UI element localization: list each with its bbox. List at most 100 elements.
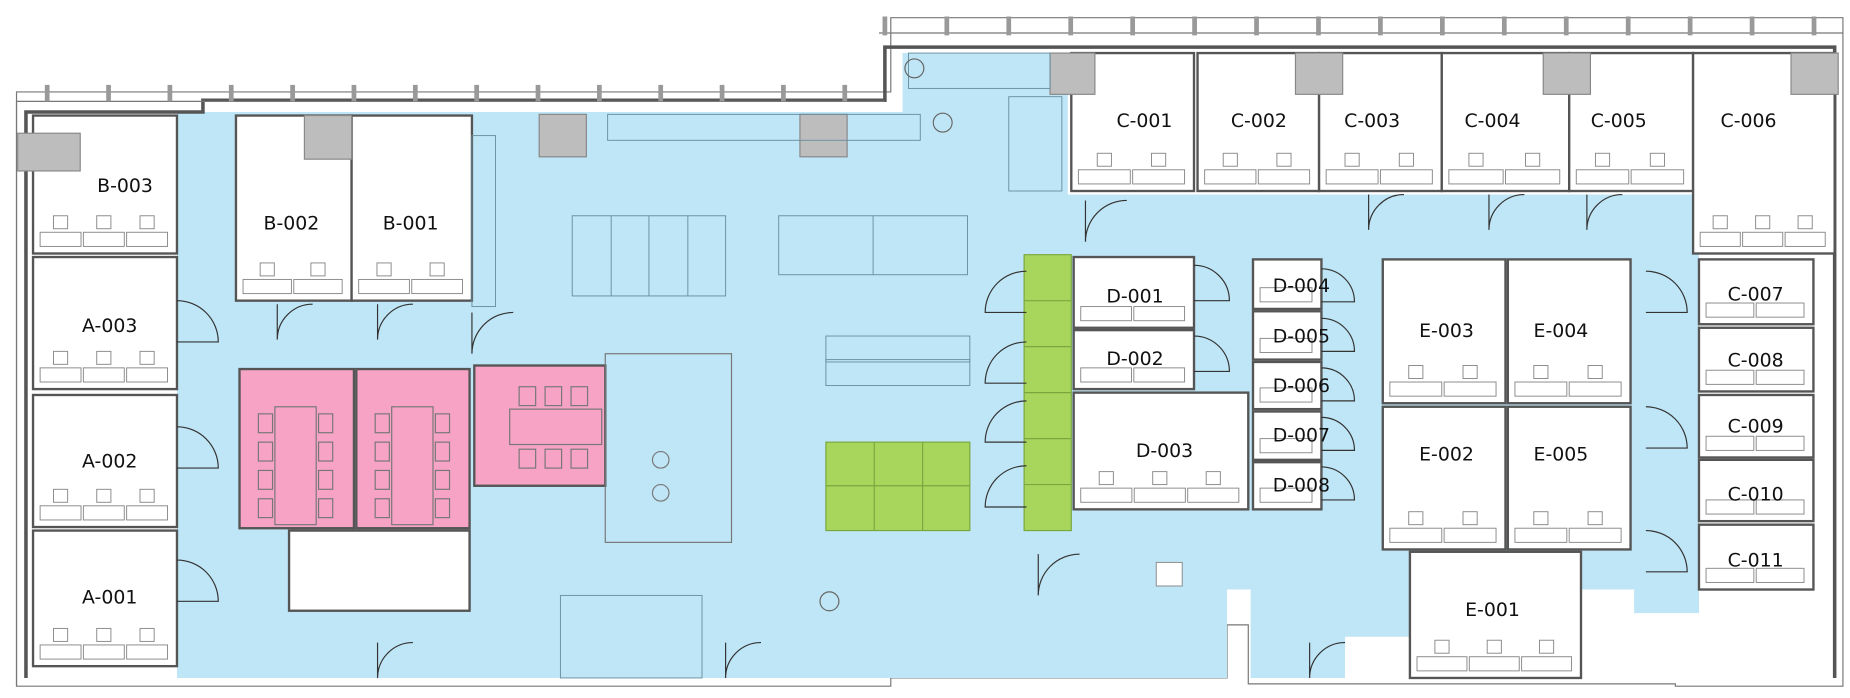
room-label: E-004 (1534, 320, 1589, 342)
door-swing (984, 465, 1027, 508)
mullion (597, 84, 602, 102)
meeting-room-2[interactable] (355, 367, 471, 530)
door-swing (276, 303, 313, 340)
chair (139, 488, 155, 503)
chair (139, 627, 155, 642)
chair (96, 627, 112, 642)
desk (1742, 231, 1784, 247)
chair (570, 448, 589, 469)
chair (1533, 511, 1549, 526)
room-label: C-006 (1721, 110, 1777, 132)
chair (96, 350, 112, 365)
desk (126, 231, 169, 247)
desk (1325, 169, 1379, 185)
room-label: E-005 (1534, 444, 1589, 466)
storage-room (287, 529, 471, 612)
mullion (1501, 16, 1507, 36)
room-a-002[interactable] (31, 393, 179, 529)
desk (1784, 231, 1826, 247)
room-a-001[interactable] (31, 529, 179, 668)
room-b-001[interactable] (350, 114, 474, 302)
door-swing (1645, 529, 1688, 573)
room-b-003[interactable] (31, 114, 179, 255)
room-a-003[interactable] (31, 255, 179, 391)
door-swing (1321, 367, 1356, 402)
chair (1205, 471, 1221, 486)
desk (82, 505, 125, 521)
desk (1259, 487, 1313, 503)
desk (1521, 656, 1573, 672)
mullion (781, 84, 786, 102)
mullion (1006, 16, 1012, 36)
chair (1587, 511, 1603, 526)
chair (1222, 152, 1238, 167)
plant-icon (904, 58, 925, 79)
chair (257, 441, 274, 462)
door-swing (376, 303, 413, 340)
mullion (658, 84, 664, 102)
desk (242, 278, 292, 295)
booth-dividers (825, 300, 1072, 531)
chair (53, 350, 69, 365)
room-label: A-003 (82, 315, 137, 337)
chair (376, 262, 392, 277)
mullion (1192, 16, 1197, 36)
chair (434, 441, 451, 462)
desk (1187, 487, 1240, 503)
door-swing (984, 270, 1027, 314)
meeting-room-1[interactable] (238, 367, 356, 530)
chair (317, 498, 334, 519)
room-label: C-011 (1728, 550, 1784, 572)
desk (1755, 435, 1805, 451)
columns (17, 52, 1839, 172)
desk (1568, 527, 1622, 543)
room-e-005[interactable] (1506, 405, 1632, 551)
room-e-003[interactable] (1381, 258, 1507, 405)
chair (1408, 365, 1424, 379)
door-swing (1194, 264, 1230, 302)
desk (1699, 231, 1741, 247)
door-swing (176, 300, 219, 343)
chair (434, 413, 451, 434)
chair (1462, 365, 1478, 379)
mullion (719, 84, 725, 102)
desk (39, 231, 82, 247)
desk (1077, 169, 1131, 185)
desk (1755, 567, 1805, 583)
chair (570, 386, 589, 407)
chair (544, 448, 563, 469)
chair (1587, 365, 1603, 379)
door-swing (984, 400, 1027, 443)
plant-icon (819, 591, 840, 612)
chair (1539, 639, 1555, 654)
chair (1098, 471, 1114, 486)
desk (1705, 369, 1755, 385)
room-label: C-010 (1728, 484, 1784, 506)
room-e-002[interactable] (1381, 405, 1507, 551)
desk (1389, 381, 1443, 397)
chair (1408, 511, 1424, 526)
desk (1755, 302, 1805, 318)
desk (1259, 337, 1313, 354)
chair (259, 262, 275, 277)
mullion (412, 84, 418, 102)
desk (1705, 435, 1755, 451)
mullion (167, 84, 173, 102)
desk (1259, 287, 1313, 303)
desk (1080, 487, 1133, 503)
meeting-room-3[interactable] (473, 364, 607, 487)
chair (434, 469, 451, 490)
door-swing (1368, 193, 1405, 230)
desk (1389, 527, 1443, 543)
desk (1468, 656, 1520, 672)
chair (1486, 639, 1502, 654)
room-label: C-007 (1728, 283, 1784, 305)
mullion (1316, 16, 1321, 36)
room-label: C-009 (1728, 415, 1784, 437)
room-e-004[interactable] (1506, 258, 1632, 405)
desk (39, 505, 82, 521)
desk (39, 644, 82, 660)
desk (1259, 438, 1313, 454)
lounge-furniture (471, 52, 1183, 679)
